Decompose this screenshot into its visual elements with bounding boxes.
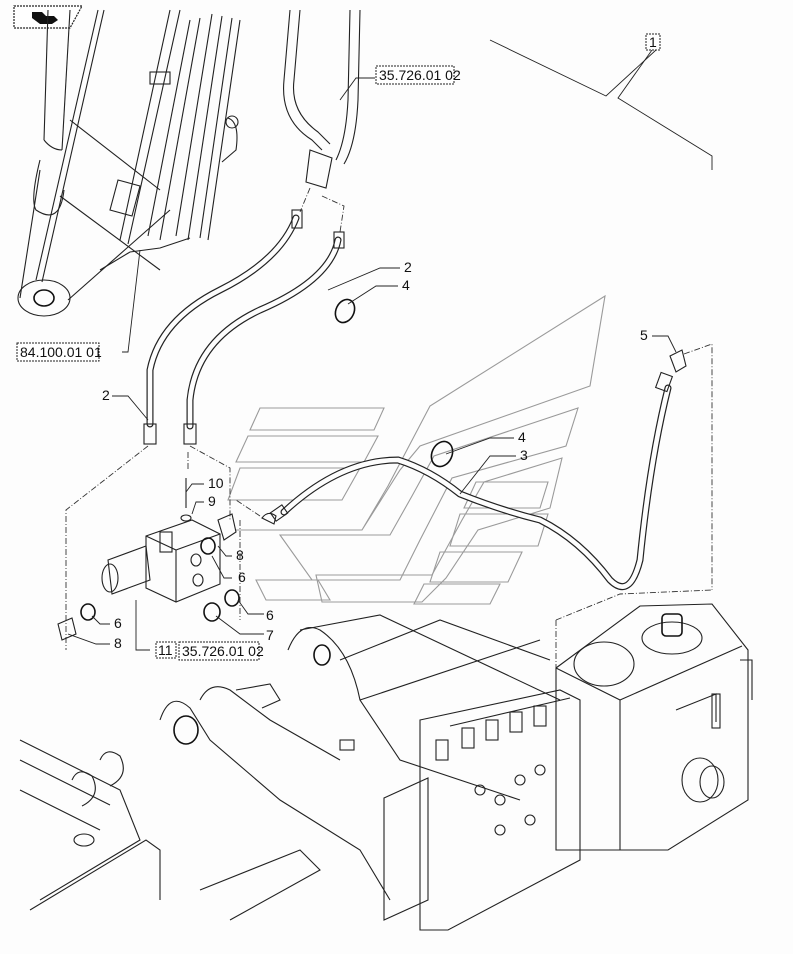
hose-item-2 <box>143 209 345 445</box>
ref-top-box <box>375 65 455 85</box>
oil-tank <box>555 603 753 851</box>
control-valve <box>383 689 581 931</box>
callout-11[interactable]: 11 <box>158 642 173 658</box>
callout-7[interactable]: 7 <box>266 627 274 643</box>
callout-5[interactable]: 5 <box>640 327 648 343</box>
upper-hoses <box>283 9 361 233</box>
callout-9[interactable]: 9 <box>208 493 216 509</box>
watermark-logo <box>227 294 606 605</box>
callout-10[interactable]: 10 <box>208 475 224 491</box>
hose-item-3 <box>261 349 687 591</box>
loader-frame <box>19 614 561 921</box>
callout-2[interactable]: 2 <box>404 259 412 275</box>
callout-2[interactable]: 2 <box>102 387 110 403</box>
callout-4[interactable]: 4 <box>518 429 526 445</box>
callout-8[interactable]: 8 <box>114 635 122 651</box>
callout-1[interactable]: 1 <box>649 34 657 50</box>
leader-lines <box>67 39 713 651</box>
callout-6[interactable]: 6 <box>114 615 122 631</box>
callout-6[interactable]: 6 <box>266 607 274 623</box>
hydraulic-valve-block <box>57 478 240 641</box>
o-ring-upper <box>334 298 356 324</box>
callout-11-box <box>155 641 177 659</box>
reference-link-top[interactable]: 35.726.01 02 <box>379 67 461 83</box>
callout-6[interactable]: 6 <box>238 569 246 585</box>
callout-labels: 1 2 2 3 4 4 5 6 6 6 7 8 8 9 10 11 <box>102 33 661 659</box>
reference-labels: 35.726.01 02 84.100.01 01 35.726.01 02 <box>16 65 461 661</box>
o-ring-lower <box>430 440 454 468</box>
callout-3[interactable]: 3 <box>520 447 528 463</box>
reference-link-left[interactable]: 84.100.01 01 <box>20 344 102 360</box>
callout-8[interactable]: 8 <box>236 547 244 563</box>
ref-bottom-box <box>178 641 260 661</box>
callout-1-box <box>645 33 661 51</box>
ref-left-box <box>16 342 100 362</box>
reference-link-bottom[interactable]: 35.726.01 02 <box>182 643 264 659</box>
callout-4[interactable]: 4 <box>402 277 410 293</box>
boom-cylinder <box>17 9 241 317</box>
